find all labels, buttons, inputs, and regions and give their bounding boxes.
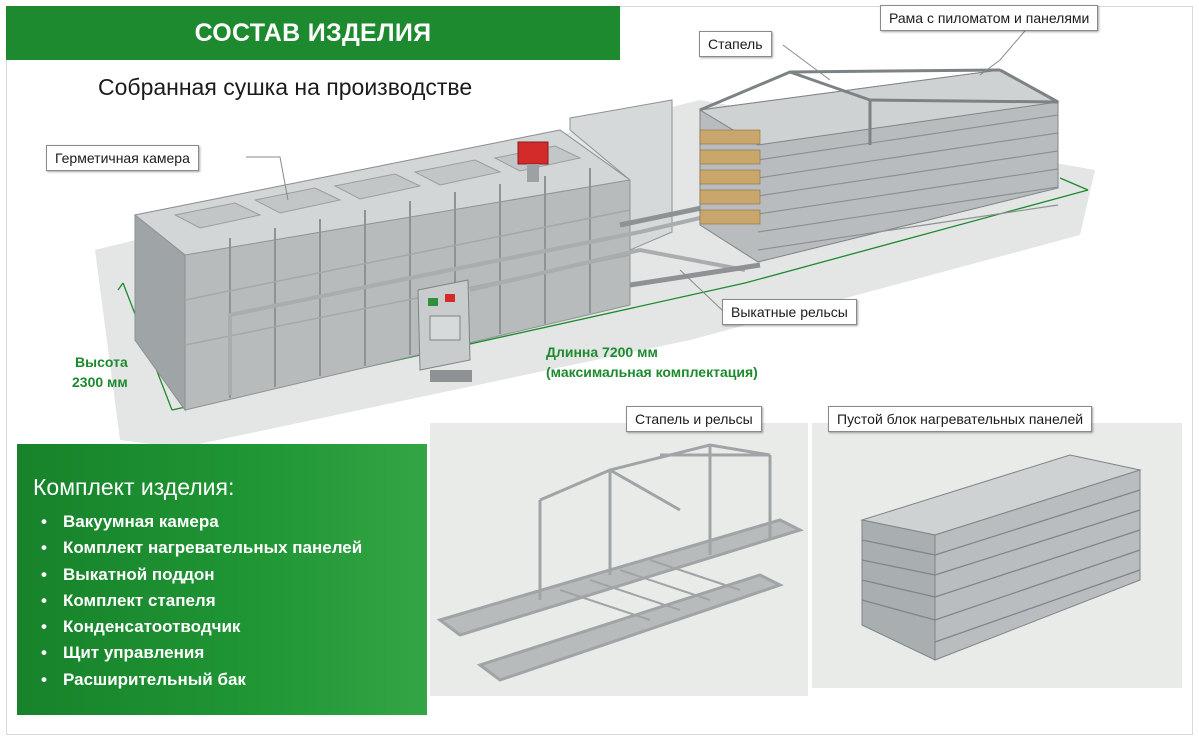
list-item: • Щит управления	[41, 640, 427, 666]
kit-list: • Вакуумная камера • Комплект нагревательн…	[33, 509, 427, 693]
list-item: • Комплект стапеля	[41, 588, 427, 614]
kit-item-label: Комплект нагревательных панелей	[63, 538, 363, 558]
kit-item-label: Щит управления	[63, 643, 205, 663]
callout-leaders	[246, 24, 1031, 311]
stapel-rails-image	[430, 423, 808, 696]
list-item: • Расширительный бак	[41, 667, 427, 693]
bullet-icon: •	[41, 538, 47, 558]
callout-stapel: Стапель	[699, 31, 772, 57]
height-dimension: Высота 2300 мм	[72, 352, 128, 392]
kit-item-label: Расширительный бак	[63, 669, 246, 689]
page-subtitle: Собранная сушка на производстве	[98, 74, 473, 100]
stapel-with-lumber	[698, 68, 1060, 263]
control-cabinet-icon	[417, 279, 471, 371]
bullet-icon: •	[41, 564, 47, 584]
list-item: • Выкатной поддон	[41, 562, 427, 588]
kit-item-label: Выкатной поддон	[63, 564, 215, 584]
length-value: Длинна 7200 мм	[546, 344, 658, 360]
bullet-icon: •	[41, 643, 47, 663]
kit-panel: Комплект изделия: • Вакуумная камера • Ком…	[17, 444, 427, 715]
callout-sealed-chamber: Герметичная камера	[46, 145, 199, 171]
sealed-chamber	[133, 99, 746, 412]
list-item: • Вакуумная камера	[41, 509, 427, 535]
bullet-icon: •	[41, 512, 47, 531]
callout-frame: Рама с пиломатом и панелями	[880, 5, 1099, 31]
kit-item-label: Вакуумная камера	[63, 512, 219, 531]
red-valve-icon	[517, 141, 549, 165]
length-dimension: Длинна 7200 мм (максимальная комплектаци…	[546, 342, 758, 382]
callout-rails: Выкатные рельсы	[722, 299, 857, 325]
height-label: Высота	[75, 354, 128, 370]
length-note: (максимальная комплектация)	[546, 364, 758, 380]
bullet-icon: •	[41, 590, 47, 610]
bullet-icon: •	[41, 669, 47, 689]
list-item: • Комплект нагревательных панелей	[41, 535, 427, 561]
kit-item-label: Комплект стапеля	[63, 590, 216, 610]
list-item: • Конденсатоотводчик	[41, 614, 427, 640]
heating-panels-drawing	[860, 454, 1142, 661]
kit-title: Комплект изделия:	[33, 474, 235, 500]
height-value: 2300 мм	[72, 374, 128, 390]
page-title: СОСТАВ ИЗДЕЛИЯ	[194, 18, 432, 47]
title-banner: СОСТАВ ИЗДЕЛИЯ	[6, 6, 620, 60]
stapel-rails-drawing	[436, 443, 805, 682]
kit-item-label: Конденсатоотводчик	[63, 617, 241, 637]
bullet-icon: •	[41, 617, 47, 637]
callout-empty-block: Пустой блок нагревательных панелей	[828, 406, 1093, 432]
callout-stapel-rails: Стапель и рельсы	[626, 406, 762, 432]
